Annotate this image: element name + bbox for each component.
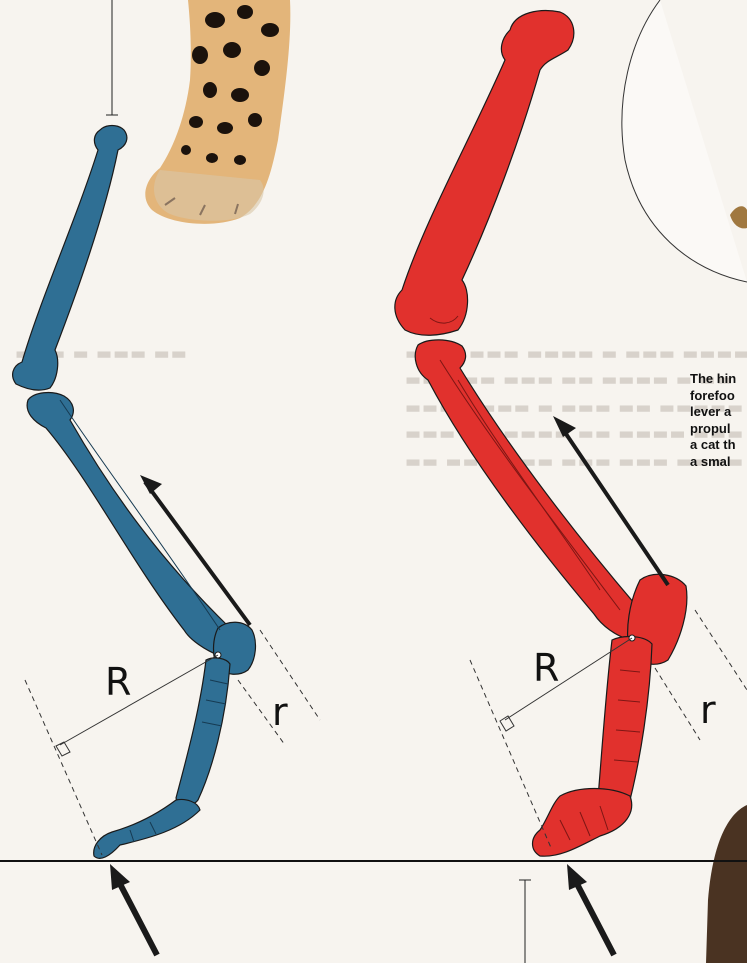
- force-arrow-icon: [118, 880, 157, 955]
- circle-inset-icon: [622, 0, 747, 282]
- lever-arm-label: R: [105, 660, 131, 704]
- lever-arm-label: r: [272, 690, 288, 734]
- cheetah-paw-photo: [145, 0, 290, 224]
- force-arrow-icon: [575, 880, 614, 955]
- caption-line: a cat th: [690, 437, 747, 454]
- blue-leg-skeleton: [13, 126, 256, 859]
- caption-line: propul: [690, 421, 747, 438]
- caption-text: The hin forefoo lever a propul a cat th …: [690, 371, 747, 470]
- caption-line: The hin: [690, 371, 747, 388]
- right-angle-marker-icon: [56, 742, 70, 756]
- lever-arm-label: r: [700, 688, 716, 732]
- photo-edge: [706, 805, 747, 963]
- caption-line: lever a: [690, 404, 747, 421]
- lever-arm-label: R: [533, 646, 559, 690]
- caption-line: a smal: [690, 454, 747, 471]
- caption-line: forefoo: [690, 388, 747, 405]
